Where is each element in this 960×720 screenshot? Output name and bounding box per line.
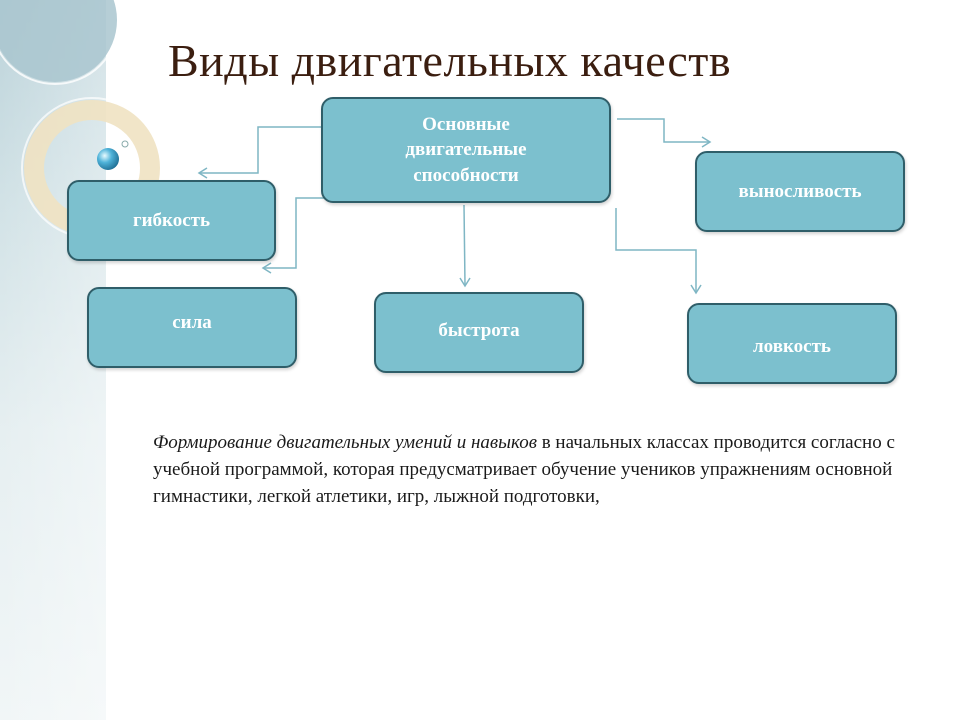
diagram-node-strength: сила — [87, 287, 297, 368]
connector-root-strength — [264, 197, 326, 269]
diagram-node-speed: быстрота — [374, 292, 584, 373]
body-rest: в начальных классах проводится согласно … — [153, 432, 895, 507]
body-paragraph: Формирование двигательных умений и навык… — [153, 430, 913, 511]
slide-title: Виды двигательных качеств — [168, 35, 732, 86]
decorative-rings — [0, 0, 163, 239]
connector-root-agility — [615, 208, 697, 292]
root-node-label: Основные двигательные способности — [405, 113, 527, 186]
connector-root-speed — [463, 204, 466, 286]
diagram-node-agility: ловкость — [687, 303, 897, 384]
node-label-strength: сила — [172, 311, 212, 333]
blue-bead — [97, 148, 119, 170]
node-label-agility: ловкость — [753, 335, 831, 357]
connector-root-endurance — [617, 118, 709, 143]
node-label-flexibility: гибкость — [132, 209, 211, 231]
diagram-node-flexibility: гибкость — [67, 180, 276, 261]
body-emphasis: Формирование двигательных умений и навык… — [153, 432, 537, 453]
node-label-speed: быстрота — [438, 319, 520, 341]
connector-root-flexibility — [200, 126, 321, 174]
diagram-node-endurance: выносливость — [695, 151, 905, 232]
node-label-endurance: выносливость — [738, 180, 862, 202]
diagram-root-node: Основные двигательные способности — [321, 97, 611, 203]
